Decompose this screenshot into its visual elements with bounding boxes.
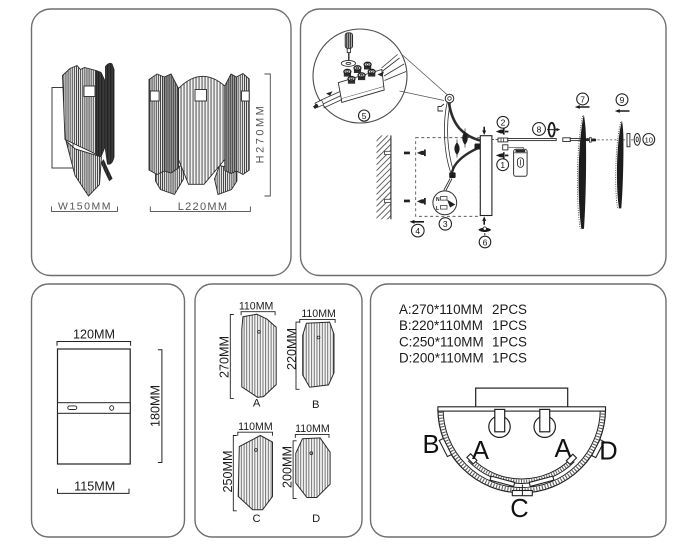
svg-text:1: 1 xyxy=(500,160,505,170)
svg-text:A:270*110MM: A:270*110MM xyxy=(399,302,483,317)
svg-text:270MM: 270MM xyxy=(217,336,231,378)
svg-text:110MM: 110MM xyxy=(295,423,330,435)
svg-text:C:250*110MM: C:250*110MM xyxy=(399,334,484,349)
svg-text:A: A xyxy=(472,437,489,465)
svg-text:115MM: 115MM xyxy=(74,479,115,493)
svg-text:D: D xyxy=(312,513,320,525)
svg-text:A: A xyxy=(253,397,261,409)
svg-text:W150MM: W150MM xyxy=(58,200,112,212)
svg-text:250MM: 250MM xyxy=(221,451,235,493)
svg-text:110MM: 110MM xyxy=(301,308,336,320)
svg-text:110MM: 110MM xyxy=(238,421,273,433)
svg-text:6: 6 xyxy=(483,237,488,247)
svg-text:C: C xyxy=(252,513,260,525)
svg-text:7: 7 xyxy=(580,94,585,104)
svg-text:3: 3 xyxy=(443,219,448,229)
svg-text:8: 8 xyxy=(537,124,542,134)
svg-text:L: L xyxy=(436,206,439,212)
svg-text:220MM: 220MM xyxy=(285,328,299,370)
svg-text:200MM: 200MM xyxy=(281,446,295,488)
svg-text:N: N xyxy=(436,197,440,203)
svg-text:9: 9 xyxy=(620,95,625,105)
svg-text:D: D xyxy=(599,438,617,466)
svg-text:1PCS: 1PCS xyxy=(492,350,527,365)
svg-text:B: B xyxy=(422,431,439,459)
svg-text:5: 5 xyxy=(362,111,367,121)
svg-text:180MM: 180MM xyxy=(148,385,162,427)
svg-text:C: C xyxy=(510,495,528,523)
svg-text:110MM: 110MM xyxy=(239,300,274,312)
svg-text:2: 2 xyxy=(501,118,506,128)
svg-text:B:220*110MM: B:220*110MM xyxy=(399,318,483,333)
svg-text:A: A xyxy=(554,435,571,463)
svg-text:L220MM: L220MM xyxy=(178,201,229,213)
svg-text:1PCS: 1PCS xyxy=(492,334,527,349)
svg-text:120MM: 120MM xyxy=(73,328,115,342)
svg-text:D:200*110MM: D:200*110MM xyxy=(399,350,484,365)
svg-text:4: 4 xyxy=(415,226,420,236)
svg-text:2PCS: 2PCS xyxy=(492,302,527,317)
svg-text:10: 10 xyxy=(645,135,653,144)
svg-text:H270MM: H270MM xyxy=(254,104,266,164)
svg-text:1PCS: 1PCS xyxy=(492,318,527,333)
svg-text:B: B xyxy=(312,399,319,411)
